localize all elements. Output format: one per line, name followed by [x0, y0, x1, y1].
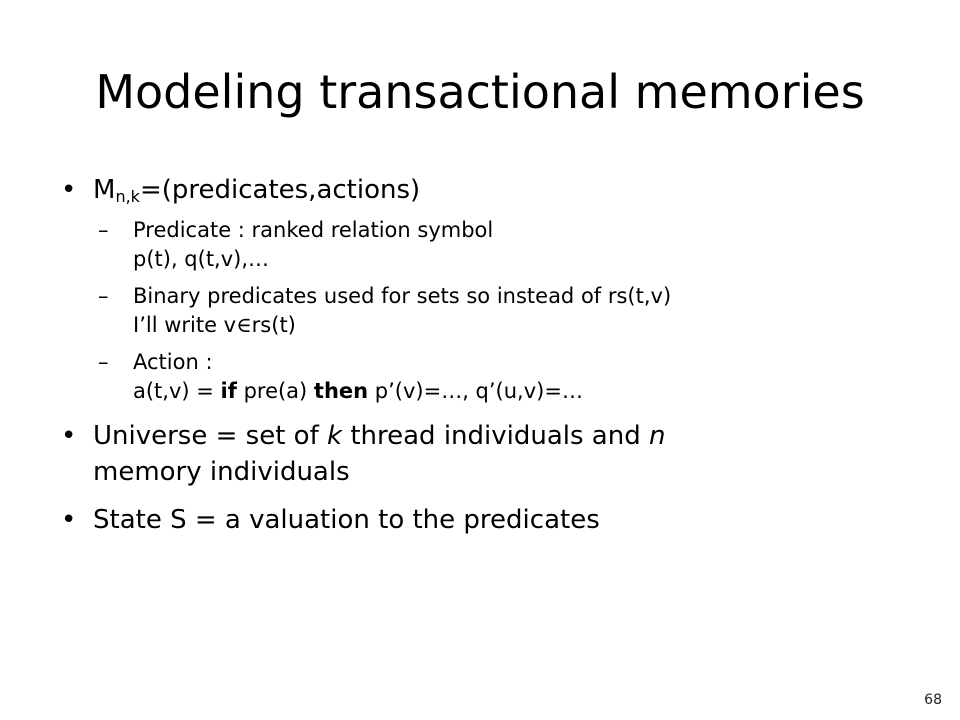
italic-k: k [327, 421, 343, 451]
subbullet-predicate: – Predicate : ranked relation symbol p(t… [58, 216, 918, 274]
element-of-symbol: ∈ [236, 313, 252, 337]
bullet-state: • State S = a valuation to the predicate… [58, 502, 918, 538]
dash-marker: – [98, 284, 109, 308]
bullet-marker: • [61, 175, 77, 205]
subbullet-action: – Action : a(t,v) = if pre(a) then p’(v)… [58, 348, 918, 406]
italic-n: n [648, 421, 666, 451]
subbullet-line: Predicate : ranked relation symbol [133, 218, 494, 242]
subbullet-line: a(t,v) = if pre(a) then p’(v)=…, q’(u,v)… [133, 379, 583, 403]
slide-content: • Mn,k=(predicates,actions) – Predicate … [58, 172, 918, 538]
subbullet-line: Action : [133, 350, 213, 374]
subbullet-line: p(t), q(t,v),… [133, 247, 270, 271]
keyword-if: if [220, 379, 237, 403]
bullet-text: Mn,k=(predicates,actions) [93, 175, 421, 206]
dash-marker: – [98, 218, 109, 242]
slide-title: Modeling transactional memories [95, 65, 865, 119]
bullet-text: Universe = set of k thread individuals a… [93, 421, 666, 451]
bullet-universe: • Universe = set of k thread individuals… [58, 418, 918, 490]
subscript-n-k: n,k [115, 187, 140, 206]
bullet-text: memory individuals [93, 457, 350, 487]
dash-marker: – [98, 350, 109, 374]
bullet-marker: • [61, 421, 77, 451]
subbullet-binary-predicates: – Binary predicates used for sets so ins… [58, 282, 918, 340]
bullet-marker: • [61, 505, 77, 535]
bullet-model-definition: • Mn,k=(predicates,actions) [58, 172, 918, 208]
keyword-then: then [313, 379, 369, 403]
subbullet-line: I’ll write v∈rs(t) [133, 313, 296, 337]
bullet-text: State S = a valuation to the predicates [93, 505, 600, 535]
page-number: 68 [924, 692, 942, 708]
subbullet-line: Binary predicates used for sets so inste… [133, 284, 672, 308]
